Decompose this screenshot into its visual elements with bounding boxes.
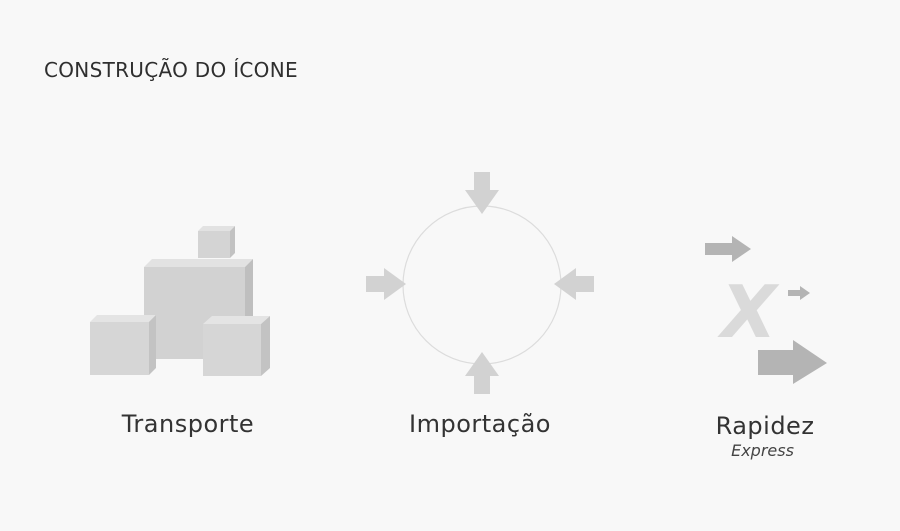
transporte-label: Transporte	[121, 410, 255, 438]
speed-x-glyph: X	[717, 270, 780, 354]
circle-inward-arrows-icon	[366, 172, 594, 394]
rapidez-label: Rapidez	[715, 412, 815, 440]
import-circle	[402, 205, 562, 365]
speed-x-arrows-icon: X	[705, 236, 827, 384]
arrow-right-icon	[366, 268, 406, 300]
importacao-label: Importação	[409, 410, 551, 438]
speed-arrow-bottom-icon	[758, 340, 827, 384]
stacked-boxes-icon	[90, 226, 270, 376]
page-title: CONSTRUÇÃO DO ÍCONE	[44, 58, 298, 82]
front-right-box	[203, 316, 270, 376]
arrow-down-icon	[465, 172, 499, 214]
speed-arrow-small-icon	[788, 286, 810, 300]
front-left-box	[90, 315, 156, 375]
arrow-left-icon	[554, 268, 594, 300]
small-top-box	[198, 226, 235, 258]
speed-arrow-top-icon	[705, 236, 751, 262]
arrow-up-icon	[465, 352, 499, 394]
rapidez-sublabel: Express	[731, 441, 794, 460]
